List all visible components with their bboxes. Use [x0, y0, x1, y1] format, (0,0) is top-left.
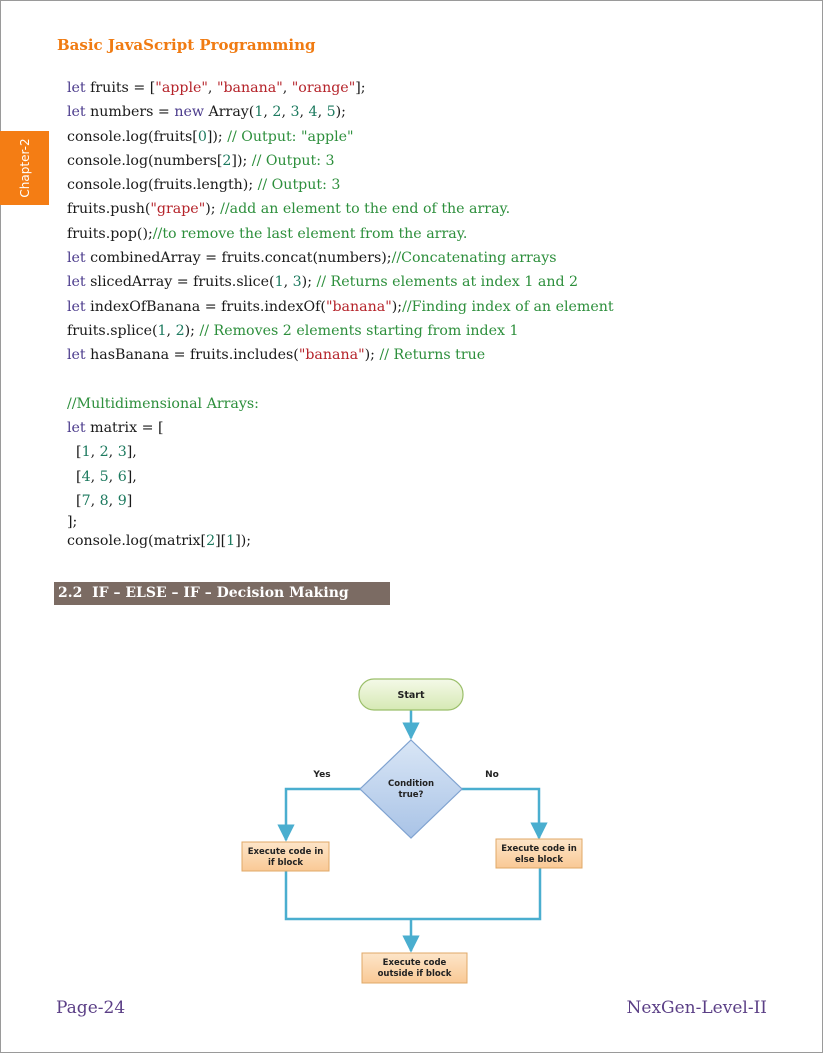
code-line: let fruits = ["apple", "banana", "orange…: [67, 80, 366, 96]
code-line: let indexOfBanana = fruits.indexOf("bana…: [67, 298, 614, 315]
chapter-tab: Chapter-2: [0, 131, 49, 205]
chapter-tab-label: Chapter-2: [17, 138, 32, 198]
code-line: let hasBanana = fruits.includes("banana"…: [67, 347, 486, 364]
code-line: [1, 2, 3],: [67, 444, 137, 461]
code-line: console.log(matrix[2][1]);: [67, 533, 252, 550]
code-line: fruits.pop();//to remove the last elemen…: [67, 225, 468, 242]
book-name: NexGen-Level-II: [626, 998, 767, 1018]
code-line: let numbers = new Array(1, 2, 3, 4, 5);: [67, 104, 346, 121]
code-line: [4, 5, 6],: [67, 468, 137, 485]
code-line: fruits.splice(1, 2); // Removes 2 elemen…: [67, 322, 519, 339]
code-listing: let fruits = ["apple", "banana", "orange…: [67, 76, 614, 551]
code-line: ];: [67, 514, 78, 531]
code-line: console.log(fruits[0]); // Output: "appl…: [67, 128, 354, 145]
section-heading-text: 2.2 IF – ELSE – IF – Decision Making: [58, 585, 349, 601]
running-title: Basic JavaScript Programming: [57, 36, 316, 54]
code-line: let slicedArray = fruits.slice(1, 3); //…: [67, 274, 579, 291]
code-line: let matrix = [: [67, 420, 164, 437]
code-line: console.log(fruits.length); // Output: 3: [67, 177, 341, 194]
code-line: [7, 8, 9]: [67, 493, 133, 510]
code-line: //Multidimensional Arrays:: [67, 395, 259, 412]
code-line: let combinedArray = fruits.concat(number…: [67, 250, 557, 267]
section-heading: 2.2 IF – ELSE – IF – Decision Making: [54, 582, 390, 605]
code-blank-line: [67, 368, 614, 392]
code-line: fruits.push("grape"); //add an element t…: [67, 201, 511, 218]
code-line: console.log(numbers[2]); // Output: 3: [67, 152, 335, 169]
page-number: Page-24: [56, 998, 126, 1018]
